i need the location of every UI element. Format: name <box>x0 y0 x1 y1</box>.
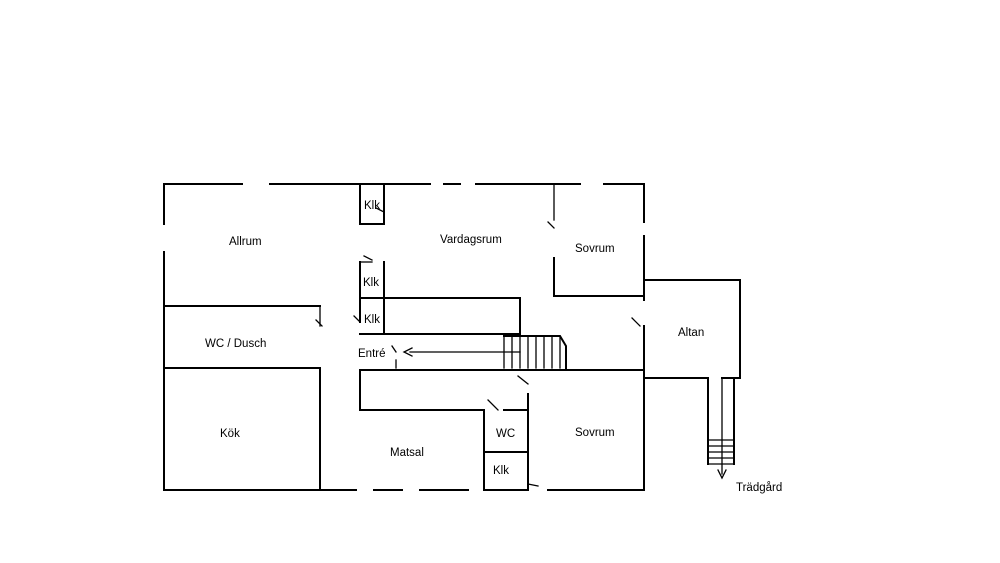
label-vardagsrum: Vardagsrum <box>440 234 502 246</box>
entry-arrow <box>402 347 521 357</box>
label-altan: Altan <box>678 327 704 339</box>
label-kok: Kök <box>220 428 240 440</box>
label-sovrum-bottom: Sovrum <box>575 427 615 439</box>
label-allrum: Allrum <box>229 236 262 248</box>
label-sovrum-top: Sovrum <box>575 243 615 255</box>
label-tradgard: Trädgård <box>736 482 782 494</box>
outer-walls <box>163 183 645 491</box>
label-wc-dusch: WC / Dusch <box>205 338 266 350</box>
label-wc: WC <box>496 428 515 440</box>
label-klk-1: Klk <box>364 200 380 212</box>
label-entre: Entré <box>358 348 386 360</box>
label-matsal: Matsal <box>390 447 424 459</box>
altan-terrace <box>643 279 741 480</box>
door-swings <box>315 207 641 487</box>
label-klk-4: Klk <box>493 465 509 477</box>
label-klk-3: Klk <box>364 314 380 326</box>
inner-walls <box>163 183 645 491</box>
room-labels: Allrum Vardagsrum Sovrum Klk Klk Klk WC … <box>205 200 782 494</box>
label-klk-2: Klk <box>363 277 379 289</box>
